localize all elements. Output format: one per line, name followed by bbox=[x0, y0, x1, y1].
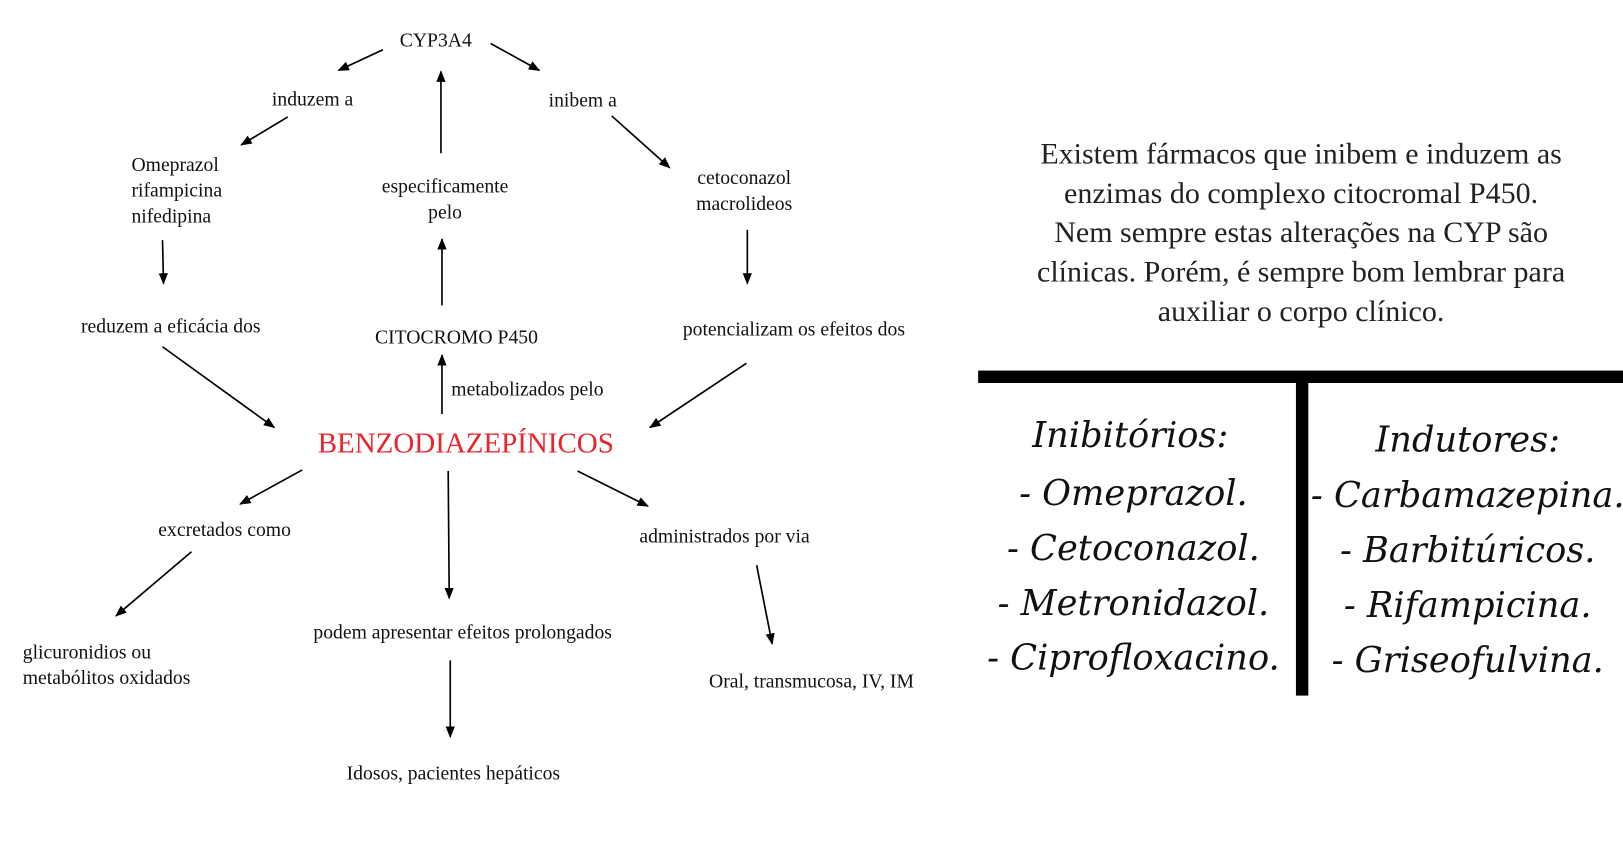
arrow bbox=[577, 470, 649, 507]
inducer-item: - Carbamazepina. bbox=[1311, 475, 1623, 516]
arrow bbox=[649, 362, 747, 429]
inhibitor-item: - Ciprofloxacino. bbox=[987, 638, 1280, 679]
arrow bbox=[240, 116, 289, 146]
inducer-item: - Rifampicina. bbox=[1344, 585, 1592, 626]
note-line: enzimas do complexo citocromal P450. bbox=[1064, 177, 1538, 210]
arrow bbox=[162, 346, 276, 429]
label-excretados: excretados como bbox=[158, 519, 291, 541]
node-cyp3a4: CYP3A4 bbox=[400, 30, 472, 52]
note-line: auxiliar o corpo clínico. bbox=[1158, 295, 1445, 328]
node-inhibitor: cetoconazol bbox=[697, 167, 791, 189]
arrow bbox=[337, 48, 384, 72]
node-excretion: glicuronidios ou bbox=[23, 641, 151, 663]
arrow bbox=[490, 42, 541, 72]
note-paragraph: Existem fármacos que inibem e induzem as… bbox=[1037, 138, 1565, 328]
node-benzodiazepinicos: BENZODIAZEPÍNICOS bbox=[318, 426, 614, 459]
concept-map: CYP3A4 induzem a inibem a Omeprazol rifa… bbox=[23, 30, 914, 785]
arrows bbox=[115, 42, 775, 739]
note-line: Nem sempre estas alterações na CYP são bbox=[1054, 216, 1548, 249]
inhibitor-item: - Omeprazol. bbox=[1019, 473, 1248, 514]
label-pelo: pelo bbox=[428, 201, 462, 223]
inhibitor-item: - Cetoconazol. bbox=[1007, 528, 1260, 569]
label-efeitos-prolongados: podem apresentar efeitos prolongados bbox=[313, 622, 612, 644]
arrow bbox=[755, 565, 775, 645]
label-induzem: induzem a bbox=[272, 89, 354, 111]
table-top-bar bbox=[978, 370, 1623, 383]
inhibitor-item: - Metronidazol. bbox=[998, 583, 1270, 624]
node-inducer: Omeprazol bbox=[131, 154, 219, 176]
node-idosos: Idosos, pacientes hepáticos bbox=[347, 762, 560, 784]
inhibitors-header: Inibitórios: bbox=[1031, 415, 1228, 456]
node-routes: Oral, transmucosa, IV, IM bbox=[709, 670, 914, 692]
label-administrados: administrados por via bbox=[639, 525, 810, 547]
node-inducer: rifampicina bbox=[131, 180, 222, 202]
inducer-item: - Griseofulvina. bbox=[1332, 640, 1604, 681]
arrow bbox=[239, 469, 303, 505]
node-citocromo: CITOCROMO P450 bbox=[375, 327, 538, 349]
table-divider bbox=[1295, 382, 1309, 696]
arrow bbox=[611, 115, 671, 169]
t-table: Inibitórios: - Omeprazol. - Cetoconazol.… bbox=[978, 370, 1623, 696]
label-inibem: inibem a bbox=[549, 90, 618, 112]
inducer-item: - Barbitúricos. bbox=[1340, 530, 1596, 571]
node-inhibitor: macrolideos bbox=[696, 193, 792, 215]
label-reduzem: reduzem a eficácia dos bbox=[81, 315, 261, 337]
label-potencializam: potencializam os efeitos dos bbox=[683, 318, 905, 340]
node-inducer: nifedipina bbox=[131, 206, 211, 228]
label-especificamente: especificamente bbox=[382, 176, 509, 198]
label-metabolizados: metabolizados pelo bbox=[451, 378, 603, 400]
arrow bbox=[115, 551, 193, 617]
node-excretion: metabólitos oxidados bbox=[23, 667, 191, 689]
arrow bbox=[158, 240, 168, 285]
note-line: Existem fármacos que inibem e induzem as bbox=[1040, 138, 1562, 171]
inducers-header: Indutores: bbox=[1374, 419, 1560, 460]
note-line: clínicas. Porém, é sempre bom lembrar pa… bbox=[1037, 256, 1565, 289]
arrow bbox=[444, 470, 454, 600]
